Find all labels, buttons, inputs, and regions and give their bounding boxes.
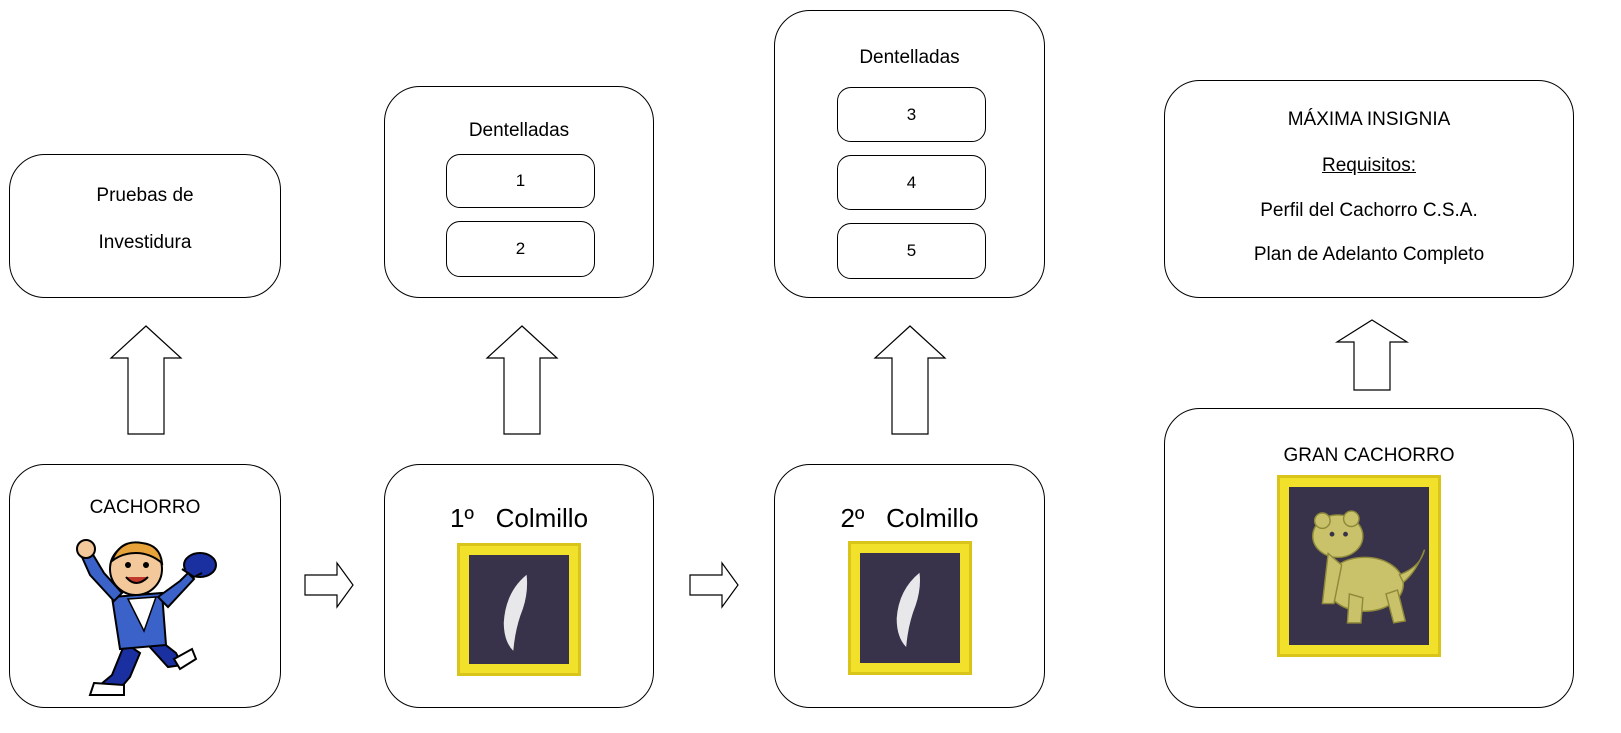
colmillo-1-label: Colmillo — [495, 503, 589, 533]
dentellada-item-3: 3 — [837, 87, 986, 142]
dentelladas-box-2: Dentelladas 3 4 5 — [774, 10, 1045, 298]
maxima-req-2: Plan de Adelanto Completo — [1253, 244, 1485, 265]
right-arrow-1 — [304, 561, 354, 609]
lion-cub-badge-icon — [1277, 475, 1441, 657]
cachorro-title: CACHORRO — [89, 497, 201, 518]
scout-cub-icon — [76, 539, 217, 696]
fang-badge-icon-2 — [848, 541, 972, 675]
maxima-req-1: Perfil del Cachorro C.S.A. — [1260, 200, 1478, 221]
dentellada-item-5: 5 — [837, 223, 986, 279]
dentellada-item-1: 1 — [446, 154, 595, 208]
dentelladas-title-2: Dentelladas — [859, 47, 960, 68]
investidura-line1: Pruebas de — [96, 185, 194, 206]
gran-cachorro-title: GRAN CACHORRO — [1283, 445, 1455, 466]
colmillo-2-heading: 2º Colmillo — [775, 503, 1044, 534]
colmillo-1-num: 1º — [449, 503, 474, 533]
colmillo-1-box: 1º Colmillo — [384, 464, 654, 708]
up-arrow-3 — [873, 325, 947, 435]
colmillo-2-box: 2º Colmillo — [774, 464, 1045, 708]
investidura-box: Pruebas de Investidura — [9, 154, 281, 298]
dentellada-item-2: 2 — [446, 221, 595, 277]
up-arrow-1 — [109, 325, 183, 435]
fang-badge-icon-1 — [457, 543, 581, 676]
up-arrow-2 — [485, 325, 559, 435]
maxima-title: MÁXIMA INSIGNIA — [1287, 109, 1451, 130]
maxima-requisitos: Requisitos: — [1322, 155, 1416, 176]
dentelladas-box-1: Dentelladas 1 2 — [384, 86, 654, 298]
up-arrow-4 — [1334, 319, 1410, 391]
cachorro-box: CACHORRO — [9, 464, 281, 708]
dentelladas-title-1: Dentelladas — [468, 120, 570, 141]
colmillo-2-label: Colmillo — [886, 503, 979, 533]
right-arrow-2 — [689, 561, 739, 609]
colmillo-2-num: 2º — [840, 503, 865, 533]
dentellada-item-4: 4 — [837, 155, 986, 210]
colmillo-1-heading: 1º Colmillo — [385, 503, 653, 534]
maxima-insignia-box: MÁXIMA INSIGNIA Requisitos: Perfil del C… — [1164, 80, 1574, 298]
gran-cachorro-box: GRAN CACHORRO — [1164, 408, 1574, 708]
investidura-line2: Investidura — [98, 232, 192, 253]
